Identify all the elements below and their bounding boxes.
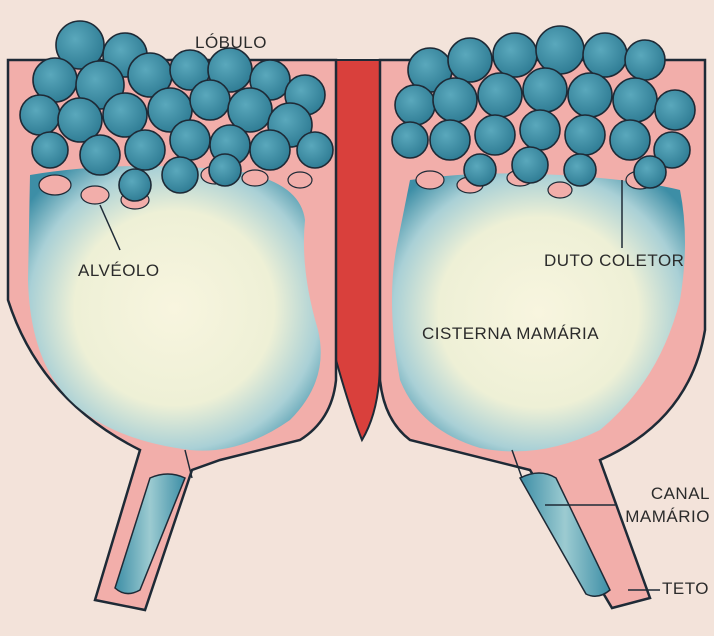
right-teat-canal: [518, 472, 611, 597]
right-canal-neck: [511, 449, 523, 479]
left-lobule-cluster: [19, 20, 334, 202]
alveolo-label: ALVÉOLO: [78, 261, 160, 280]
right-lobule-cluster: [391, 25, 696, 189]
canal-label-line1: CANAL: [650, 484, 710, 503]
median-septum: [335, 59, 381, 443]
alveolo-leader: [99, 204, 121, 251]
cisterna-label: CISTERNA MAMÁRIA: [422, 324, 600, 343]
canal-label-line2: MAMÁRIO: [625, 507, 710, 526]
left-teat-canal: [114, 473, 186, 595]
lobulo-label: LÓBULO: [195, 33, 267, 52]
duto-coletor-label: DUTO COLETOR: [544, 251, 685, 270]
left-cistern: [28, 166, 321, 451]
right-cistern: [391, 173, 685, 452]
teto-label: TETO: [662, 579, 710, 598]
left-canal-neck: [184, 449, 193, 479]
